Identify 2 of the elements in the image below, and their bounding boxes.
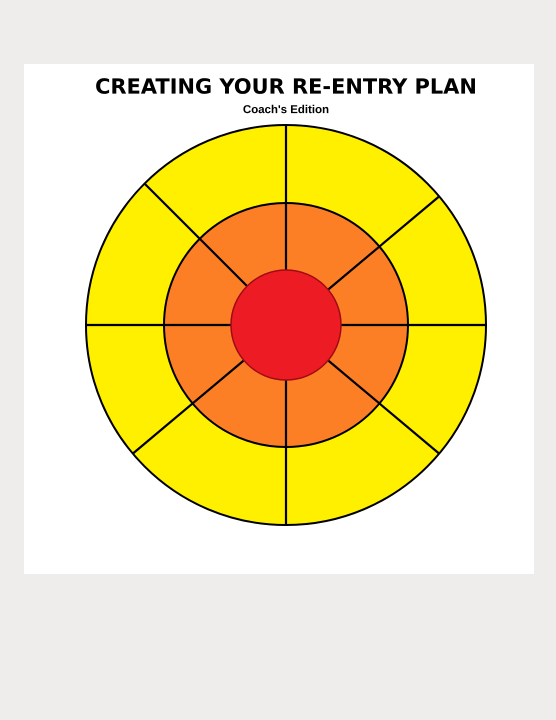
subtitle: Coach's Edition bbox=[243, 104, 328, 114]
title: CREATING YOUR RE-ENTRY PLAN bbox=[96, 78, 475, 94]
